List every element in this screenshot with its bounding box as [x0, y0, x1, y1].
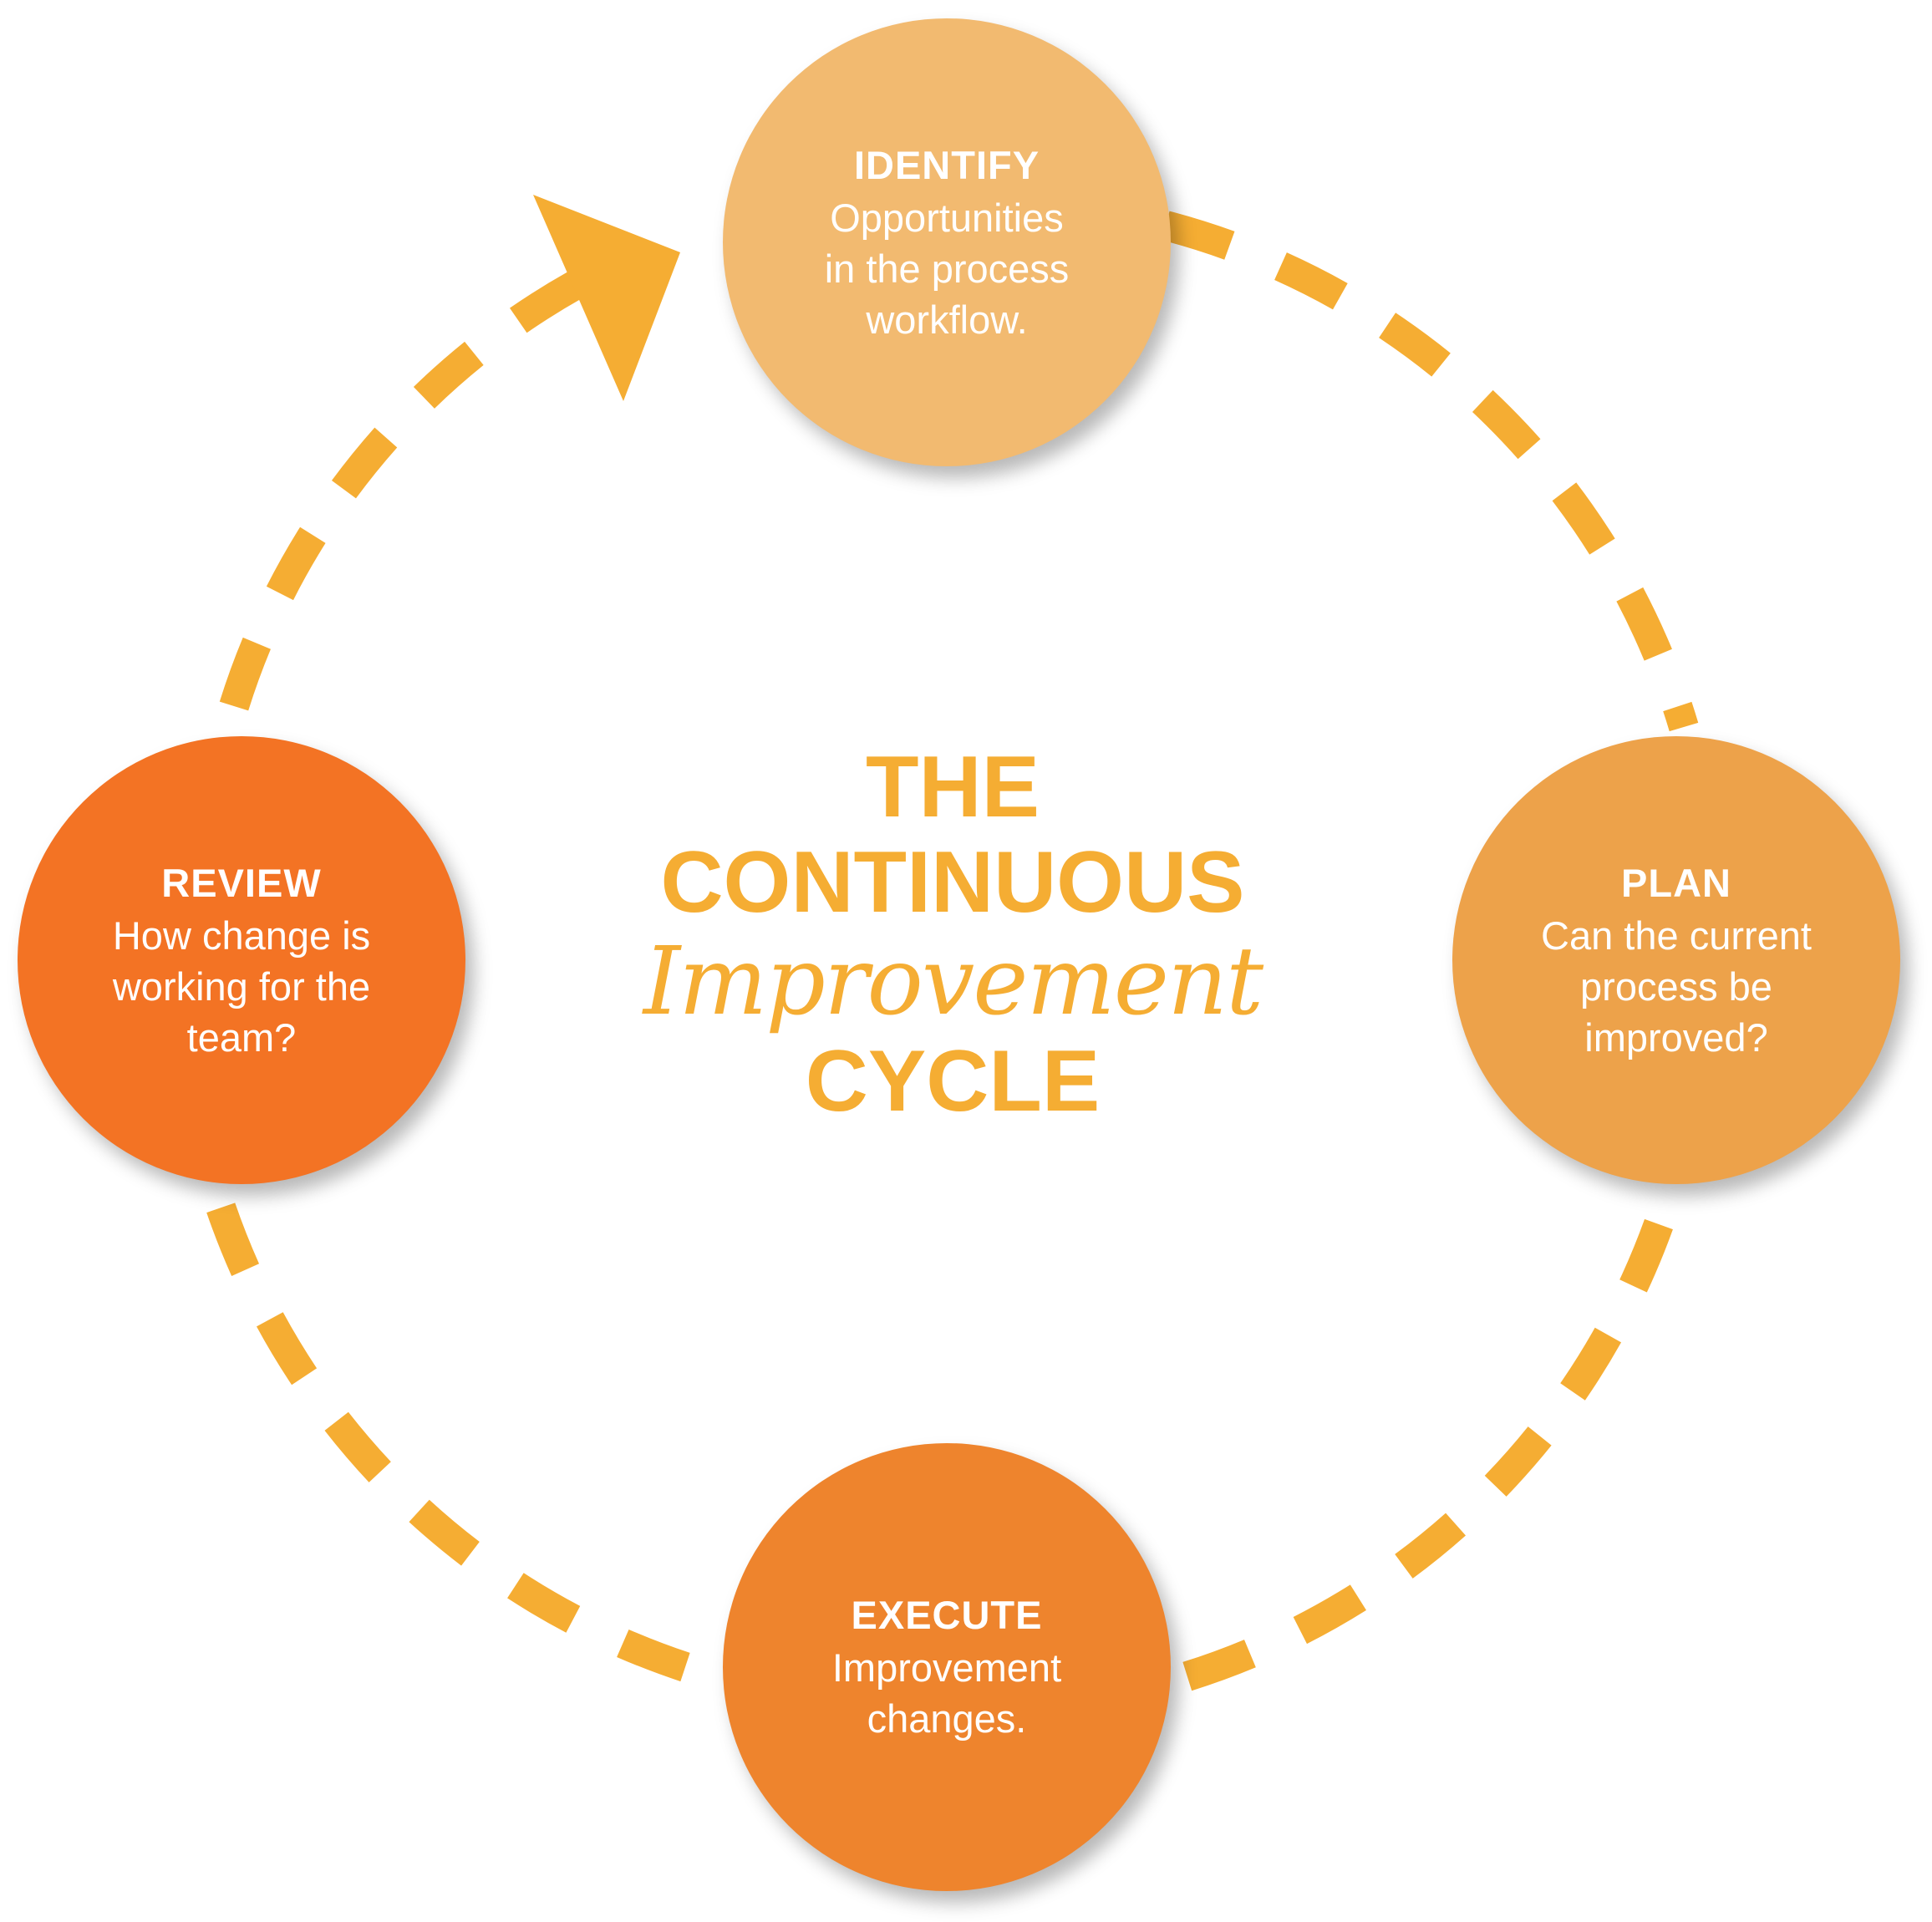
center-title-improvement: Improvement — [643, 928, 1263, 1036]
arc-plan-to-execute — [1172, 1218, 1673, 1695]
step-review-title: REVIEW — [161, 860, 322, 905]
step-execute-title: EXECUTE — [851, 1593, 1043, 1637]
arc-review-to-identify — [219, 271, 584, 711]
step-identify-title: IDENTIFY — [853, 142, 1040, 187]
center-title-continuous: CONTINUOUS — [660, 834, 1245, 931]
step-execute-text: Improvement changes. — [831, 1645, 1062, 1741]
step-review: REVIEW How change is working for the tea… — [18, 736, 465, 1184]
arc-identify-to-plan — [1162, 211, 1699, 732]
arc-execute-to-review — [199, 1182, 690, 1682]
center-title-cycle: CYCLE — [805, 1033, 1101, 1130]
center-title: THE CONTINUOUS Improvement CYCLE — [585, 740, 1320, 1129]
step-identify: IDENTIFY Opportunities in the process wo… — [723, 18, 1171, 466]
step-identify-text: Opportunities in the process workflow. — [824, 195, 1070, 342]
step-review-text: How change is working for the team? — [112, 913, 371, 1060]
center-title-the: THE — [866, 739, 1040, 836]
step-plan-text: Can the current process be improved? — [1541, 913, 1812, 1060]
step-plan-title: PLAN — [1621, 860, 1731, 905]
step-execute: EXECUTE Improvement changes. — [723, 1443, 1171, 1891]
arrowhead-icon — [533, 195, 680, 401]
step-plan: PLAN Can the current process be improved… — [1452, 736, 1900, 1184]
